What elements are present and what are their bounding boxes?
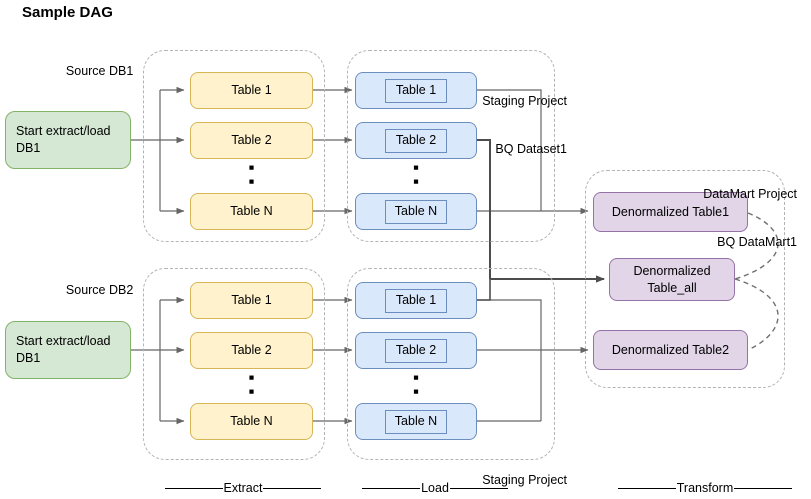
phase-load-rule-left: [362, 487, 421, 489]
start-node-db1-line1: Start extract/load: [16, 124, 111, 139]
load-db1-table-n-inner: Table N: [385, 199, 447, 224]
datamart-denormalized-table1[interactable]: Denormalized Table1: [593, 192, 748, 232]
staging-bottom-line1: Staging Project: [482, 472, 567, 487]
start-node-db1-line2: DB1: [16, 141, 41, 155]
datamart-denormalized-table2[interactable]: Denormalized Table2: [593, 330, 748, 370]
extract-db1-table-1[interactable]: Table 1: [190, 72, 313, 109]
group-load-db1: [347, 50, 555, 242]
group-label-datamart: DataMart Project BQ DataMart1: [630, 153, 797, 283]
staging-top-line2: BQ Dataset1: [495, 142, 567, 157]
phase-transform-rule-left: [617, 487, 676, 489]
datamart-table-all-line2: Table_all: [647, 280, 697, 295]
datamart-line1: DataMart Project: [703, 186, 797, 201]
load-db1-table-2[interactable]: Table 2: [355, 122, 477, 159]
extract-db1-table-n[interactable]: Table N: [190, 193, 313, 230]
start-node-db2-line1: Start extract/load: [16, 334, 111, 349]
phase-extract-rule-left: [164, 487, 223, 489]
datamart-table1-line1: Denormalized Table1: [611, 204, 730, 219]
group-label-source-db2-text: Source DB2: [65, 283, 134, 298]
load-db2-table-n[interactable]: Table N: [355, 403, 477, 440]
phase-label-transform: Transform: [615, 479, 795, 497]
load-db2-table-2[interactable]: Table 2: [355, 332, 477, 369]
extract-db1-ellipsis: ▪▪: [248, 158, 255, 191]
load-db2-table-1-inner: Table 1: [385, 288, 447, 313]
extract-db2-table-1[interactable]: Table 1: [190, 282, 313, 319]
extract-db2-table-n[interactable]: Table N: [190, 403, 313, 440]
datamart-table2-line1: Denormalized Table2: [611, 342, 730, 357]
phase-transform-rule-right: [734, 487, 793, 489]
load-db1-table-2-inner: Table 2: [385, 128, 447, 153]
phase-load-rule-right: [449, 487, 508, 489]
load-db1-table-1[interactable]: Table 1: [355, 72, 477, 109]
load-db1-ellipsis: ▪▪: [412, 158, 420, 191]
start-node-db1[interactable]: Start extract/load DB1: [5, 111, 131, 169]
datamart-line2: BQ DataMart1: [717, 235, 797, 250]
start-node-db2-line2: DB1: [16, 351, 41, 365]
load-db2-table-2-inner: Table 2: [385, 338, 447, 363]
phase-load-text: Load: [421, 481, 449, 495]
extract-db1-table-2[interactable]: Table 2: [190, 122, 313, 159]
phase-label-load: Load: [350, 479, 520, 497]
group-load-db2: [347, 268, 555, 460]
group-extract-db2: [143, 268, 325, 460]
load-db2-table-1[interactable]: Table 1: [355, 282, 477, 319]
phase-transform-text: Transform: [676, 481, 734, 495]
group-label-source-db1-text: Source DB1: [65, 64, 134, 79]
start-node-db2[interactable]: Start extract/load DB1: [5, 321, 131, 379]
load-db2-ellipsis: ▪▪: [412, 368, 420, 401]
load-db2-table-n-inner: Table N: [385, 409, 447, 434]
load-db1-table-1-inner: Table 1: [385, 78, 447, 103]
datamart-denormalized-table-all[interactable]: Denormalized Table_all: [609, 258, 735, 301]
group-extract-db1: [143, 50, 325, 242]
group-label-source-db2: Source DB2: [52, 266, 172, 315]
extract-db2-table-2[interactable]: Table 2: [190, 332, 313, 369]
group-label-staging-bottom: Staging Project BQ Dataset1: [410, 439, 567, 499]
phase-extract-rule-right: [263, 487, 322, 489]
load-db1-table-n[interactable]: Table N: [355, 193, 477, 230]
phase-label-extract: Extract: [158, 479, 328, 497]
group-label-source-db1: Source DB1: [52, 47, 172, 96]
page-title: Sample DAG: [22, 4, 113, 21]
phase-extract-text: Extract: [223, 481, 263, 495]
extract-db2-ellipsis: ▪▪: [248, 368, 255, 401]
staging-top-line1: Staging Project: [482, 93, 567, 108]
datamart-table-all-line1: Denormalized: [633, 263, 711, 278]
